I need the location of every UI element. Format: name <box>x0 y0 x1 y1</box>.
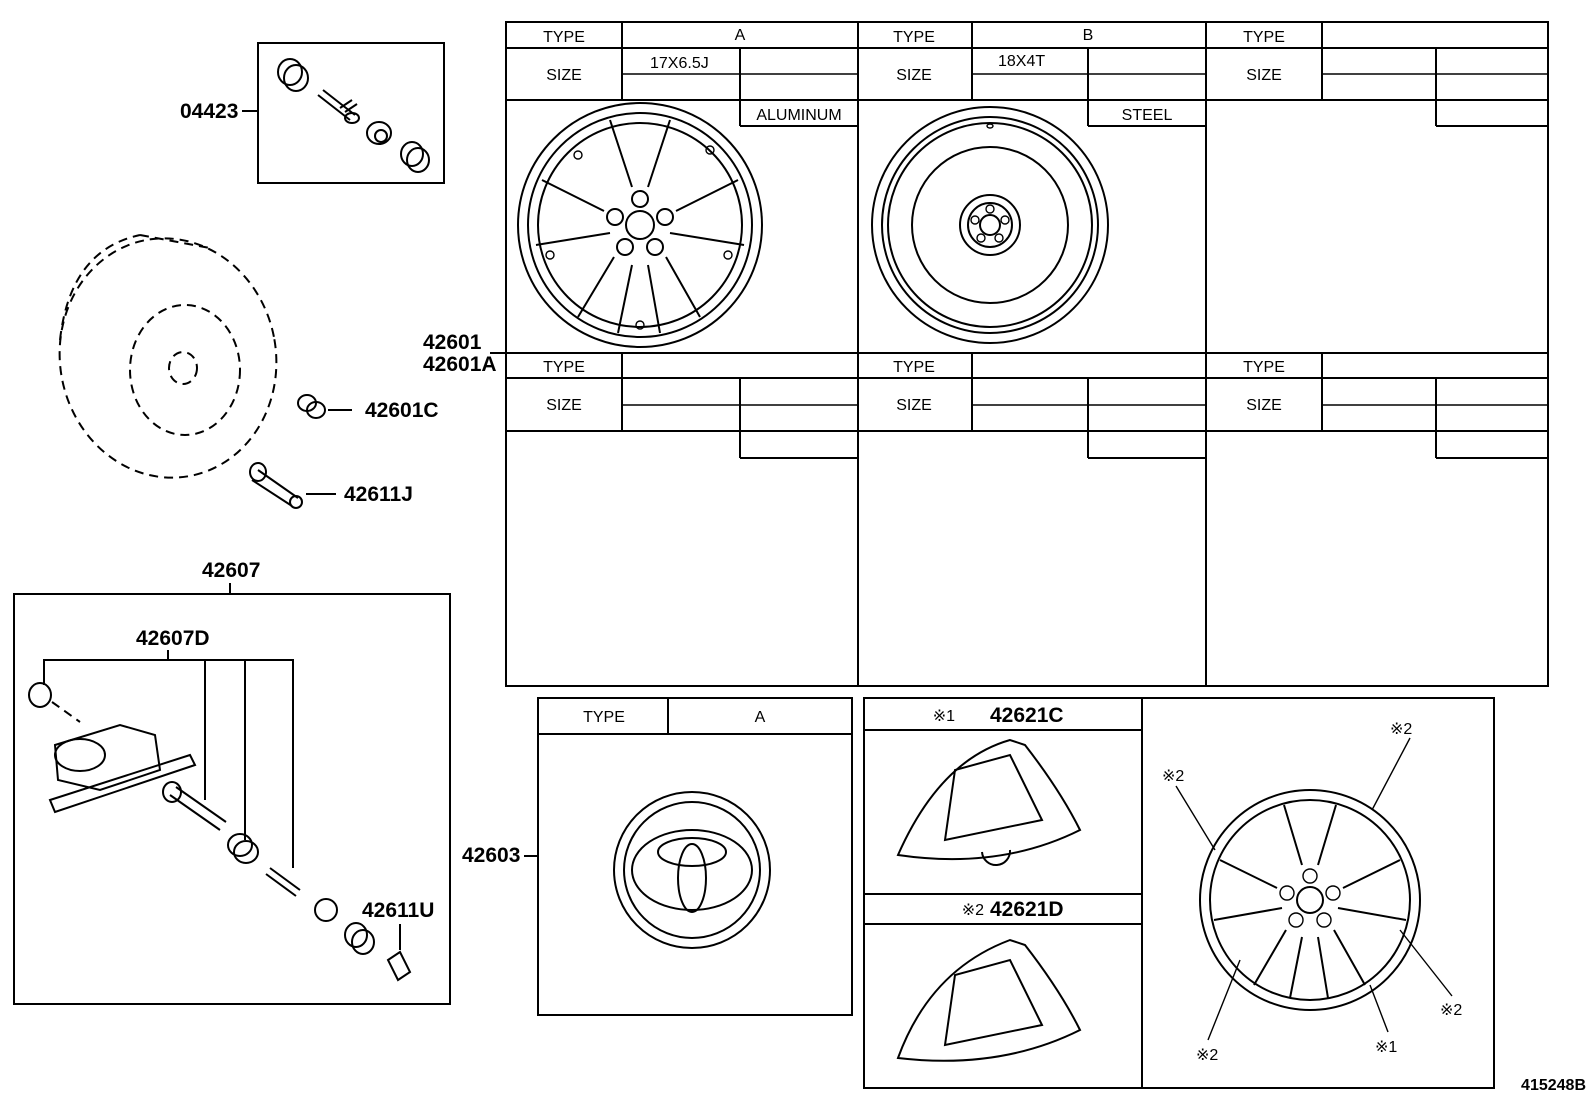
tpms-box <box>13 593 451 1005</box>
type-header: TYPE <box>893 29 935 46</box>
type-header: TYPE <box>1243 29 1285 46</box>
size-header: SIZE <box>1246 67 1282 84</box>
size-header: SIZE <box>896 397 932 414</box>
sensor-cap-icon <box>386 950 412 982</box>
sensor-nut-icon <box>314 898 375 955</box>
mark-1: ※1 <box>933 708 955 725</box>
mark-2: ※2 <box>1162 768 1184 785</box>
washer-icon <box>366 121 392 145</box>
valve-stem-42611j: 42611J <box>249 462 413 509</box>
tire-outline <box>58 234 278 479</box>
ornament-piece-d-icon <box>896 938 1082 1062</box>
valve-nut-icon <box>400 141 430 173</box>
mark-1: ※1 <box>1375 1039 1397 1056</box>
label-42611j: 42611J <box>344 483 413 506</box>
emblem-type-header: TYPE <box>583 709 625 726</box>
sensor-body-icon <box>48 723 197 814</box>
emblem-table: TYPE A 42603 <box>462 697 853 1016</box>
material-b-value: STEEL <box>1122 107 1173 124</box>
label-42603: 42603 <box>462 844 520 867</box>
type-a-value: A <box>735 27 746 44</box>
type-header: TYPE <box>543 359 585 376</box>
figure-id: 415248B <box>1521 1077 1586 1094</box>
mark-2: ※2 <box>1196 1047 1218 1064</box>
ornament-box: ※1 42621C ※2 42621D ※2 <box>863 697 1495 1089</box>
label-42611u: 42611U <box>362 899 434 922</box>
label-42601: 42601 <box>423 331 482 354</box>
label-04423: 04423 <box>180 100 238 123</box>
mark-2: ※2 <box>1390 721 1412 738</box>
mark-2: ※2 <box>1440 1002 1462 1019</box>
sensor-washer-icon <box>227 833 259 864</box>
valve-cap-icon <box>277 58 309 92</box>
size-b-value: 18X4T <box>998 53 1045 70</box>
size-a-value: 17X6.5J <box>650 55 709 72</box>
sensor-core-icon <box>265 867 301 897</box>
valve-kit-group: 04423 <box>180 42 445 184</box>
wheel-with-ornaments-icon <box>1199 789 1421 1011</box>
type-header: TYPE <box>893 359 935 376</box>
sensor-valve-icon <box>162 781 227 831</box>
toyota-emblem-icon <box>613 791 771 949</box>
ornament-piece-c-icon <box>896 738 1082 867</box>
size-header: SIZE <box>546 67 582 84</box>
label-42607d: 42607D <box>136 627 210 650</box>
valve-cap-42601c: 42601C <box>297 394 439 422</box>
sensor-screw-icon <box>28 682 52 708</box>
wheel-table: TYPE A SIZE 17X6.5J ALUMINUM TYPE B SIZE… <box>505 21 1549 687</box>
emblem-type-value: A <box>755 709 766 726</box>
material-a-value: ALUMINUM <box>756 107 841 124</box>
label-42621d: 42621D <box>990 898 1064 921</box>
label-42607: 42607 <box>202 559 260 582</box>
type-header: TYPE <box>543 29 585 46</box>
tpms-group: 42607 42607D <box>13 559 451 1005</box>
aluminum-wheel-icon <box>517 102 763 348</box>
size-header: SIZE <box>896 67 932 84</box>
label-42601c: 42601C <box>365 399 439 422</box>
type-b-value: B <box>1083 27 1094 44</box>
valve-kit-box <box>257 42 445 184</box>
mark-2: ※2 <box>962 902 984 919</box>
label-42621c: 42621C <box>990 704 1064 727</box>
type-header: TYPE <box>1243 359 1285 376</box>
size-header: SIZE <box>1246 397 1282 414</box>
steel-wheel-icon <box>871 106 1109 344</box>
valve-core-icon <box>317 89 360 124</box>
size-header: SIZE <box>546 397 582 414</box>
label-42601a: 42601A <box>423 353 497 376</box>
